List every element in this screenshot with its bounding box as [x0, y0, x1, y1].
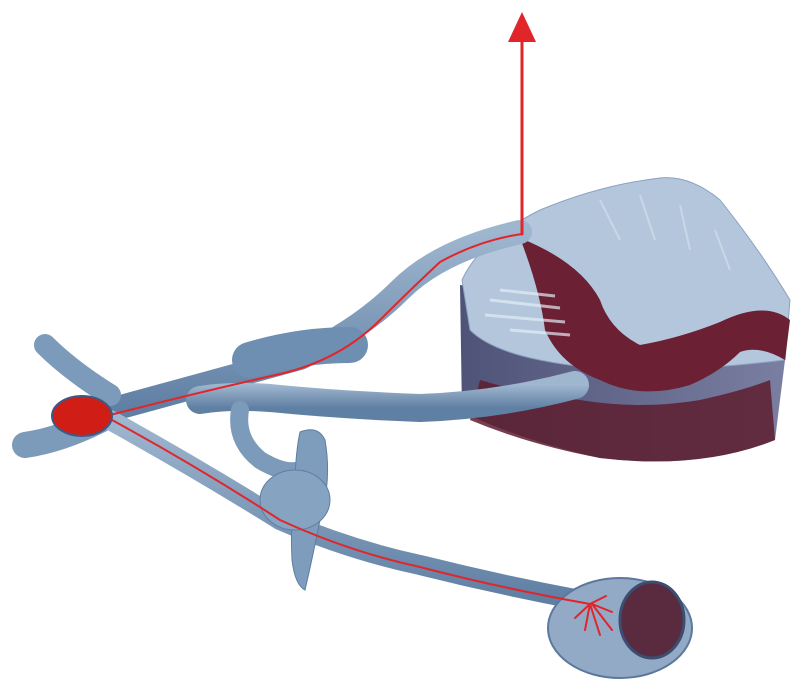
arrow-up-icon: [508, 12, 536, 42]
sympathetic-ganglion: [260, 430, 330, 590]
neuron-cell-body-icon: [52, 396, 112, 436]
organ-lumen: [620, 582, 684, 658]
ventral-root: [200, 385, 575, 408]
dorsal-ramus: [45, 345, 110, 395]
target-organ: [548, 578, 692, 678]
ramus-communicans: [239, 410, 300, 471]
dorsal-root: [110, 232, 520, 410]
spinal-cord-segment: [460, 178, 790, 462]
afferent-fiber-peripheral: [112, 420, 590, 604]
sympathetic-ganglion-body: [260, 470, 330, 530]
visceral-nerve: [110, 420, 580, 600]
